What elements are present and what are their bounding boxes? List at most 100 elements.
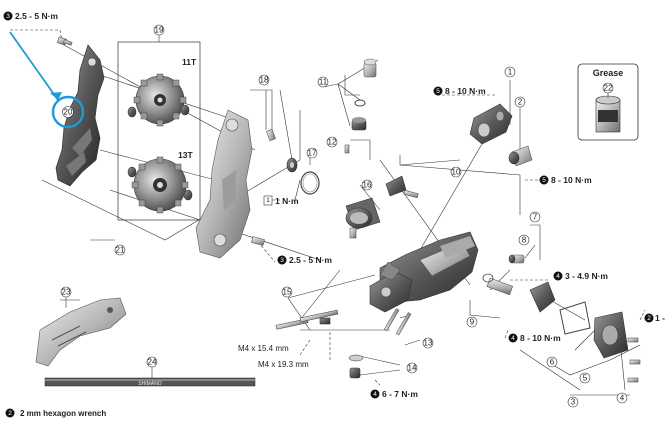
- callout-16: 16: [361, 179, 373, 191]
- stabilizer-unit: [529, 281, 629, 359]
- callout-14: 14: [406, 362, 418, 374]
- callout-12: 12: [326, 136, 338, 148]
- svg-text:21: 21: [116, 246, 125, 255]
- callout-19: 19: [153, 24, 165, 36]
- callout-22: 22: [602, 82, 614, 94]
- svg-text:1: 1: [266, 197, 270, 204]
- highlight-arrow: [9, 31, 59, 101]
- torque-spec-7: 4 6 - 7 N·m: [370, 389, 418, 399]
- svg-text:22: 22: [604, 84, 613, 93]
- svg-text:14: 14: [408, 364, 417, 373]
- callout-17: 17: [306, 147, 318, 159]
- derailleur-main-body: [369, 231, 479, 313]
- pulley-bottom-label: 13T: [178, 150, 193, 160]
- svg-text:4: 4: [373, 391, 377, 398]
- adjust-bolt-8: [508, 254, 525, 264]
- svg-text:3: 3: [571, 398, 576, 407]
- callout-24: 24: [146, 356, 158, 368]
- callout-7: 7: [529, 211, 541, 223]
- inner-plate-part: [195, 109, 253, 259]
- clutch-parts-10: [385, 175, 419, 199]
- svg-text:20: 20: [64, 108, 73, 117]
- svg-text:5: 5: [583, 374, 588, 383]
- torque-spec-6: 4 8 - 10 N·m: [508, 333, 561, 343]
- callout-18: 18: [258, 74, 270, 86]
- callout-9: 9: [466, 316, 478, 328]
- svg-text:13: 13: [424, 339, 433, 348]
- svg-text:18: 18: [260, 76, 269, 85]
- bracket-bolt-2: [508, 145, 533, 167]
- svg-text:4: 4: [620, 394, 625, 403]
- bolt-size-b: M4 x 19.3 mm: [258, 360, 309, 369]
- svg-text:5: 5: [436, 88, 440, 95]
- cable-housing-24: SHIMANO: [44, 377, 256, 387]
- svg-text:6: 6: [550, 358, 555, 367]
- pulley-top-label: 11T: [182, 57, 197, 67]
- callout-4: 4: [616, 392, 628, 404]
- callout-3: 3: [567, 396, 579, 408]
- svg-text:17: 17: [308, 149, 317, 158]
- grease-box: Grease: [577, 63, 639, 141]
- svg-text:1 -: 1 -: [655, 313, 665, 323]
- cover-screws: [627, 337, 641, 383]
- pin-12: [344, 144, 350, 154]
- svg-text:11: 11: [319, 78, 328, 87]
- callout-15: 15: [281, 286, 293, 298]
- svg-text:2: 2: [647, 315, 651, 322]
- callout-8: 8: [518, 234, 530, 246]
- svg-text:1: 1: [508, 68, 513, 77]
- adjuster-stack-11: [351, 58, 377, 131]
- svg-text:19: 19: [155, 26, 164, 35]
- callout-21: 21: [114, 244, 126, 256]
- bracket-axle-1: [469, 103, 513, 145]
- svg-text:8 - 10 N·m: 8 - 10 N·m: [520, 333, 561, 343]
- cage-bolt: [251, 236, 265, 246]
- svg-text:16: 16: [363, 181, 372, 190]
- pulley-set-box: 11T 13T: [117, 41, 201, 221]
- svg-text:8: 8: [522, 236, 527, 245]
- svg-text:3 - 4.9 N·m: 3 - 4.9 N·m: [565, 271, 608, 281]
- svg-text:3: 3: [6, 13, 10, 20]
- spring-ring-17: [300, 171, 320, 195]
- torque-spec-9: 2 1 -: [644, 313, 665, 323]
- washer-bolt-14: [348, 354, 364, 379]
- spring-housing-16: [345, 197, 381, 239]
- torque-spec-2: 3 2.5 - 5 N·m: [277, 255, 332, 265]
- svg-text:15: 15: [283, 288, 292, 297]
- callout-leaders: [65, 35, 609, 378]
- callout-10: 10: [450, 166, 462, 178]
- grease-label: Grease: [593, 68, 624, 78]
- torque-spec-1: 3 2.5 - 5 N·m: [3, 11, 58, 21]
- svg-text:10: 10: [452, 168, 461, 177]
- callout-13: 13: [422, 337, 434, 349]
- plate-bolt-top: [56, 36, 73, 46]
- torque-spec-4: 5 8 - 10 N·m: [539, 175, 592, 185]
- callout-11: 11: [317, 76, 329, 88]
- callout-20: 20: [62, 106, 74, 118]
- svg-text:1 N·m: 1 N·m: [275, 196, 299, 206]
- bolts-13: [383, 308, 412, 336]
- svg-text:2.5 - 5 N·m: 2.5 - 5 N·m: [289, 255, 332, 265]
- pivot-parts-18: [266, 128, 298, 173]
- svg-text:24: 24: [148, 358, 157, 367]
- callout-2: 2: [514, 96, 526, 108]
- svg-text:4: 4: [556, 273, 560, 280]
- adjust-screw-9: [482, 273, 514, 296]
- svg-text:2: 2: [8, 410, 12, 417]
- tool-legend: 2 2 mm hexagon wrench: [5, 408, 106, 418]
- tension-pulley-13t: [131, 156, 189, 214]
- torque-spec-8: 1 1 N·m: [263, 195, 299, 206]
- callout-23: 23: [60, 286, 72, 298]
- svg-text:9: 9: [470, 318, 475, 327]
- callout-1: 1: [504, 66, 516, 78]
- part-number-callouts: 1 2 3 4 5 6 7 8 9 10 11 12 13 14 15 16 1…: [60, 24, 628, 408]
- torque-spec-3: 5 8 - 10 N·m: [433, 86, 486, 96]
- svg-text:3: 3: [280, 257, 284, 264]
- chain-guide-23: [35, 297, 127, 367]
- svg-text:6 - 7 N·m: 6 - 7 N·m: [382, 389, 418, 399]
- svg-text:23: 23: [62, 288, 71, 297]
- svg-text:8 - 10 N·m: 8 - 10 N·m: [445, 86, 486, 96]
- svg-text:5: 5: [542, 177, 546, 184]
